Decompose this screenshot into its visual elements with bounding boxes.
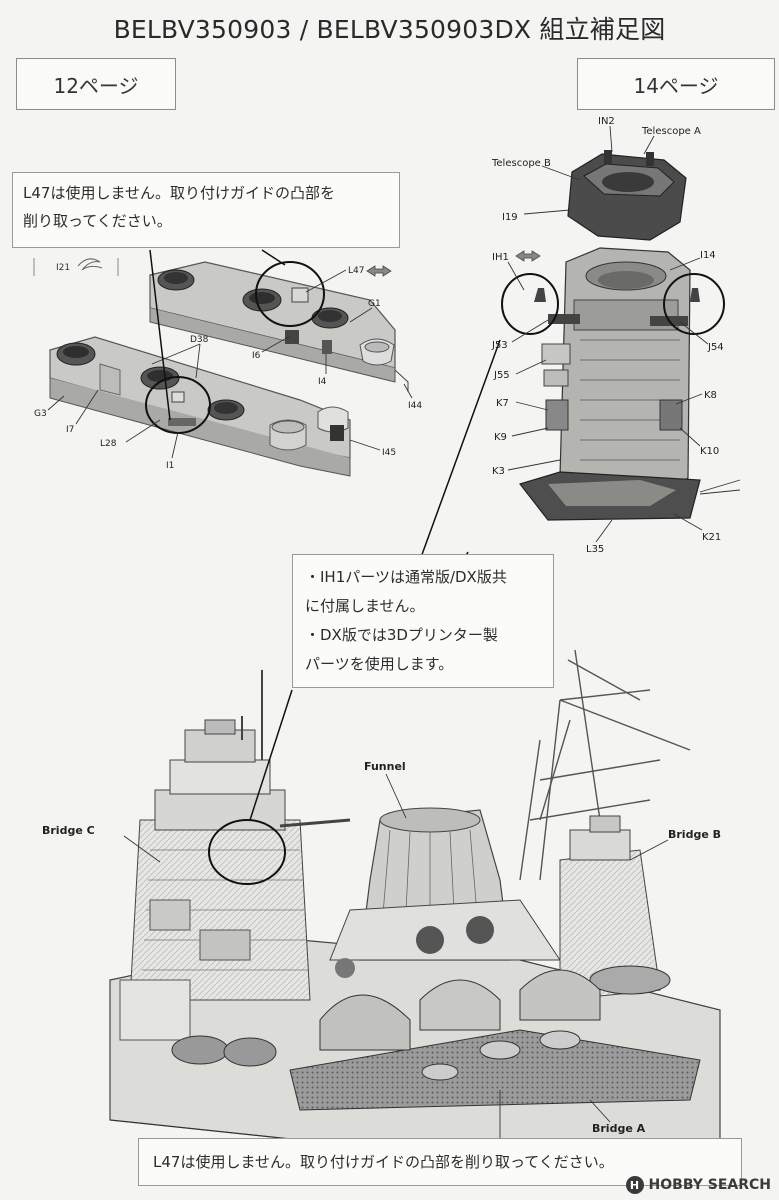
label-bridge-c: Bridge C [42,824,95,837]
label-k10: K10 [700,446,719,457]
label-k21: K21 [702,532,721,543]
l47-direction-arrow [366,265,392,277]
label-l28: L28 [100,439,117,449]
label-l35: L35 [586,544,604,555]
right-assembly-diagram: IN2 Telescope A Telescope B I19 IH1 I14 … [491,116,741,555]
tripod-mast [519,649,691,881]
left-leader-lines [47,249,413,459]
label-ih1: IH1 [492,252,509,263]
note-middle-line-4: パーツを使用します。 [305,655,454,673]
label-i1: I1 [166,461,174,471]
label-k9: K9 [494,432,507,443]
label-telescope-a: Telescope A [641,126,701,137]
upper-deck-part [149,261,409,392]
page-ref-left: 12ページ [16,58,176,110]
bridge-b-structure [559,815,671,1001]
note-middle-line-2: に付属しません。 [305,597,425,615]
label-j55: J55 [493,370,510,381]
label-bridge-b: Bridge B [668,828,721,841]
gun-mounts [319,916,601,1081]
left-assembly-diagram: I21 [33,249,422,477]
funnel-structure [329,807,561,961]
telescope-platform-part [567,150,687,241]
note-middle-line-3: ・DX版では3Dプリンター製 [305,626,498,644]
label-bridge-a: Bridge A [592,1122,646,1135]
label-k3: K3 [492,466,505,477]
note-middle-line-1: ・IH1パーツは通常版/DX版共 [305,568,507,586]
label-g3: G3 [34,409,47,419]
base-plate-part [518,471,701,521]
label-d38: D38 [190,335,209,345]
label-telescope-b: Telescope B [491,158,551,169]
label-i14: I14 [700,250,716,261]
hobby-search-logo-icon: H [625,1176,644,1194]
label-j54: J54 [707,342,724,353]
note-top-left-line-2: 削り取ってください。 [23,212,172,230]
label-k8: K8 [704,390,717,401]
label-funnel: Funnel [364,760,406,773]
note-top-left-line-1: L47は使用しません。取り付けガイドの凸部を [23,184,335,202]
page-ref-right-label: 14ページ [633,73,719,98]
label-j53: J53 [491,340,508,351]
label-in2: IN2 [598,116,615,127]
note-bottom-line: L47は使用しません。取り付けガイドの凸部を削り取ってください。 [153,1153,614,1171]
lower-deck-part [49,336,351,477]
label-i45: I45 [382,448,396,458]
document-title: BELBV350903 / BELBV350903DX 組立補足図 [113,15,666,44]
label-i7: I7 [66,425,74,435]
bridge-tower-part [534,247,700,493]
label-l47: L47 [348,266,364,276]
label-i6: I6 [252,351,261,361]
watermark-text: HOBBY SEARCH [648,1177,771,1193]
page-ref-left-label: 12ページ [53,73,139,98]
label-i19: I19 [502,212,518,223]
right-leader-lines [507,125,741,543]
label-i44: I44 [408,401,422,411]
i21-inset [33,258,119,276]
page-ref-right: 14ページ [577,58,775,110]
note-top-left: L47は使用しません。取り付けガイドの凸部を 削り取ってください。 [12,172,400,248]
ship-leader-lines [123,773,669,1140]
label-i4: I4 [318,377,327,387]
note-middle: ・IH1パーツは通常版/DX版共 に付属しません。 ・DX版では3Dプリンター製… [292,554,554,688]
label-k7: K7 [496,398,509,409]
hobby-search-watermark: H HOBBY SEARCH [625,1176,771,1194]
label-g1: G1 [368,299,381,309]
label-i21: I21 [56,263,70,273]
